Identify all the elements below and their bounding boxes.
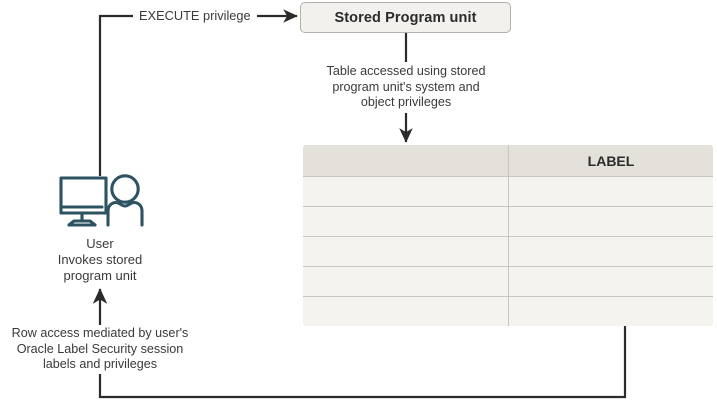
- user-caption: User Invokes stored program unit: [30, 236, 170, 285]
- column-header-label: LABEL: [508, 145, 713, 177]
- table-row[interactable]: [303, 266, 713, 297]
- user-at-monitor-icon: [59, 174, 144, 227]
- table-access-label: Table accessed using stored program unit…: [308, 62, 504, 113]
- execute-privilege-connector: [98, 9, 298, 176]
- execute-privilege-label: EXECUTE privilege: [133, 8, 257, 24]
- stored-program-unit-node[interactable]: Stored Program unit: [300, 2, 511, 33]
- table-cell: [303, 296, 509, 326]
- table-cell: [508, 176, 713, 207]
- table-cell: [508, 206, 713, 237]
- label-data-table: LABEL: [302, 144, 714, 327]
- table-body: [303, 176, 713, 326]
- table-cell: [303, 176, 509, 207]
- table-row[interactable]: [303, 176, 713, 207]
- table-row[interactable]: [303, 206, 713, 237]
- table-cell: [303, 236, 509, 267]
- table-cell: [508, 236, 713, 267]
- table-cell: [303, 206, 509, 237]
- table-cell: [303, 266, 509, 297]
- table-cell: [508, 296, 713, 326]
- table-row[interactable]: [303, 296, 713, 326]
- table-row[interactable]: [303, 236, 713, 267]
- table-header-row: LABEL: [303, 145, 713, 177]
- table-cell: [508, 266, 713, 297]
- column-header-blank: [303, 145, 509, 177]
- row-access-label: Row access mediated by user's Oracle Lab…: [0, 325, 200, 374]
